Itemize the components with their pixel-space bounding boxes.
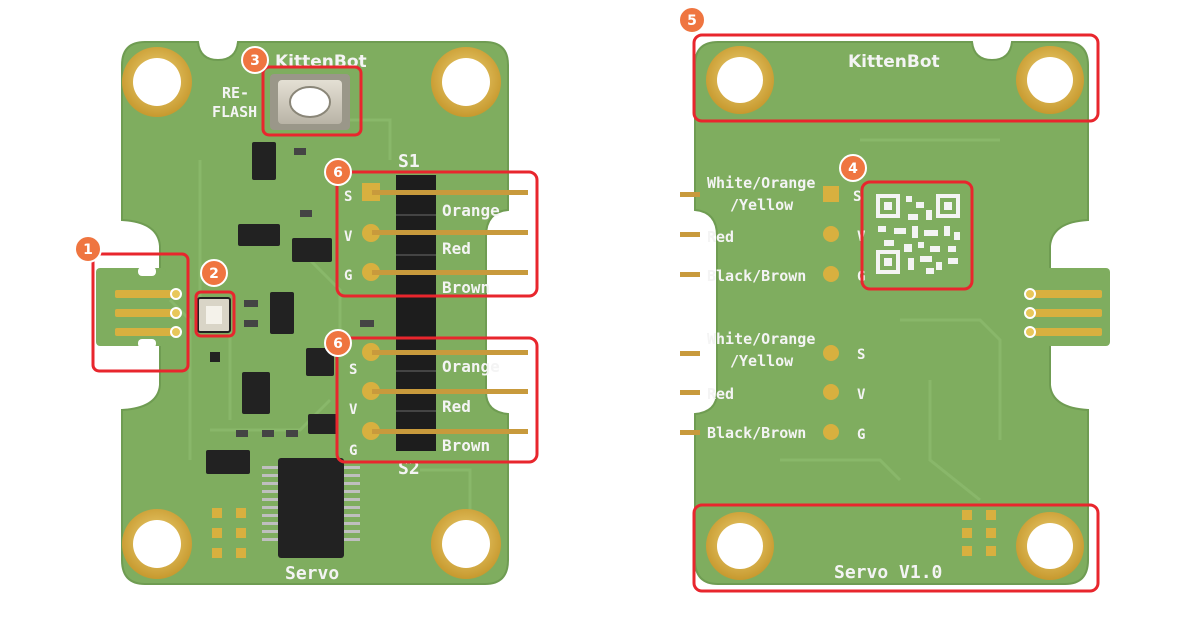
s1-pin-s-label: S (344, 189, 352, 205)
back-bottom-pin-g: G (857, 427, 865, 443)
back-header-pads (823, 186, 839, 440)
callout-box-edge-connector (91, 252, 190, 373)
back-bottom-wire-v: Red (707, 385, 734, 403)
s1-pin-v-label: V (344, 229, 353, 245)
back-bottom-pin-v: V (857, 387, 866, 403)
s2-pin-g-label: G (349, 443, 357, 459)
svg-text:2: 2 (209, 266, 219, 282)
s2-pin-s-label: S (349, 362, 357, 378)
callout-box-back-top (692, 33, 1100, 123)
svg-text:1: 1 (83, 242, 93, 258)
back-bottom-wire-s-line2: /Yellow (730, 352, 794, 370)
servo-header-s2 (362, 295, 528, 451)
edge-connector (96, 267, 182, 348)
mounting-hole (122, 509, 192, 579)
mounting-hole (1016, 46, 1084, 114)
back-top-wire-s-line1: White/Orange (707, 174, 815, 192)
s1-wire-brown-label: Brown (442, 278, 490, 297)
reflash-label-line2: FLASH (212, 103, 257, 121)
main-ic-chip (262, 458, 360, 558)
back-pcb-outline (694, 41, 1089, 585)
qr-code (872, 190, 964, 278)
s2-wire-red-label: Red (442, 397, 471, 416)
mounting-hole (122, 47, 192, 117)
s1-wire-red-label: Red (442, 239, 471, 258)
back-board: KittenBot Servo V1.0 White/Orange /Yello… (680, 41, 1110, 585)
back-top-wire-v: Red (707, 228, 734, 246)
mounting-hole (706, 46, 774, 114)
back-edge-connector (1024, 268, 1110, 346)
front-board: KittenBot RE- FLASH S1 S 2 Servo S V G Or… (96, 41, 528, 585)
back-pin-stubs (680, 192, 700, 435)
smd-components (197, 142, 374, 474)
callout-box-reflash-button (261, 65, 363, 137)
back-bottom-pin-s: S (857, 347, 865, 363)
s2-pin-v-label: V (349, 402, 358, 418)
callout-badge-6-top: 6 (324, 158, 352, 186)
callout-badge-4: 4 (839, 154, 867, 182)
callout-box-led (194, 290, 236, 338)
front-name-label: Servo (285, 563, 339, 584)
front-brand-label: KittenBot (275, 52, 367, 72)
s1-pin-g-label: G (344, 268, 352, 284)
back-top-wire-g: Black/Brown (707, 267, 806, 285)
header-s1-label: S1 (398, 151, 420, 172)
svg-text:3: 3 (250, 53, 260, 69)
svg-text:6: 6 (333, 165, 343, 181)
programming-pads (212, 508, 246, 558)
back-bottom-wire-g: Black/Brown (707, 424, 806, 442)
servo-header-s1 (362, 175, 528, 295)
mounting-hole (1016, 512, 1084, 580)
s2-wire-brown-label: Brown (442, 436, 490, 455)
callout-box-back-bottom (692, 503, 1100, 593)
callout-badge-3: 3 (241, 46, 269, 74)
s2-wire-orange-label: Orange (442, 357, 500, 376)
back-top-wire-s-line2: /Yellow (730, 196, 794, 214)
callout-box-qr-code (860, 180, 974, 291)
svg-text:6: 6 (333, 336, 343, 352)
back-brand-label: KittenBot (848, 52, 940, 72)
reflash-label-line1: RE- (222, 84, 249, 102)
callout-badge-1: 1 (74, 235, 102, 263)
mounting-hole (706, 512, 774, 580)
callout-badge-5: 5 (678, 6, 706, 34)
svg-text:5: 5 (687, 13, 697, 29)
callout-badge-6-bottom: 6 (324, 329, 352, 357)
svg-text:4: 4 (848, 161, 858, 177)
mounting-hole (431, 509, 501, 579)
mounting-hole (431, 47, 501, 117)
callout-badge-2: 2 (200, 259, 228, 287)
back-programming-pads (962, 510, 996, 556)
back-top-pin-s: S (853, 189, 861, 205)
back-traces (780, 138, 1002, 502)
reflash-button (270, 74, 350, 130)
callout-box-header-s1 (335, 170, 539, 298)
callout-boxes (91, 33, 1100, 593)
back-bottom-wire-s-line1: White/Orange (707, 330, 815, 348)
s1-wire-orange-label: Orange (442, 201, 500, 220)
back-name-label: Servo V1.0 (834, 562, 942, 583)
callout-box-header-s2 (335, 336, 539, 464)
